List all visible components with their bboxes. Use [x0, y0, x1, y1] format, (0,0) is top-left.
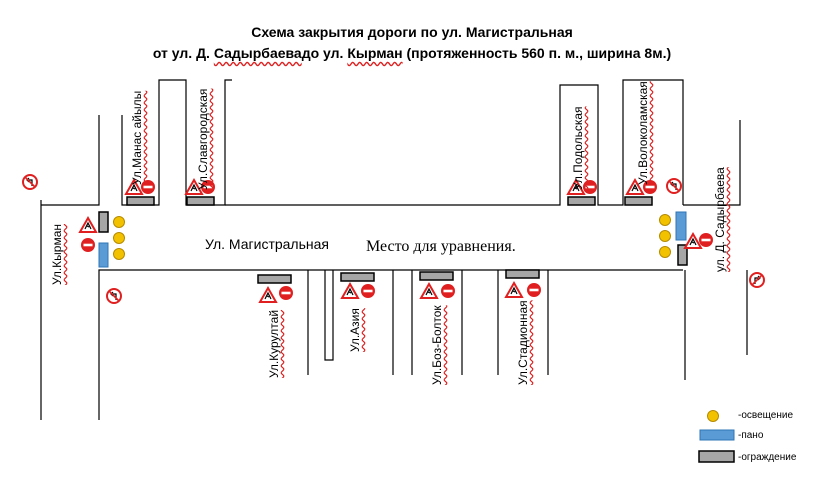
street-boz-boltok: Ул.Боз-Болток [430, 305, 444, 385]
roadwork-warning-icon [420, 283, 438, 299]
street-sadyrbaev: ул. Д. Садырбаева [713, 167, 727, 272]
barrier-icon [567, 196, 596, 206]
info-panel-icon [98, 242, 109, 268]
street-manas: Ул.Манас айылы [130, 90, 144, 185]
lighting-lamp-icon [659, 230, 671, 242]
lighting-lamp-icon [113, 248, 125, 260]
street-stadionnaya: Ул.Стадионная [516, 300, 530, 385]
lighting-lamp-icon [659, 246, 671, 258]
subtitle-part: от ул. Д. [152, 45, 214, 61]
roadwork-warning-icon [79, 217, 97, 233]
no-entry-icon [583, 180, 597, 194]
barrier-icon [677, 244, 688, 266]
barrier-icon [98, 211, 109, 233]
street-slavgorod: Ул.Славгородская [196, 88, 210, 190]
street-aziya: Ул.Азия [348, 308, 362, 352]
street-kurultai: Ул.Курултай [267, 309, 281, 378]
title-line1: Схема закрытия дороги по ул. Магистральн… [251, 24, 573, 40]
roadwork-warning-icon [259, 287, 277, 303]
roadwork-warning-icon [505, 282, 523, 298]
lighting-lamp-icon [659, 214, 671, 226]
diagram-subtitle: от ул. Д. Садырбаевадо ул. Кырман (протя… [0, 45, 824, 61]
place-label: Место для уравнения. [366, 238, 516, 255]
no-entry-icon [527, 283, 541, 297]
panels [98, 211, 687, 268]
diagram-title: Схема закрытия дороги по ул. Магистральн… [0, 24, 824, 40]
barrier-icon [505, 269, 540, 279]
legend-lighting-label: -освещение [738, 410, 793, 421]
no-entry-icon [699, 233, 713, 247]
subtitle-part: до ул. [301, 45, 348, 61]
legend-symbols [698, 410, 735, 463]
lighting-lamp-icon [113, 232, 125, 244]
legend-barrier-label: -ограждение [738, 452, 797, 463]
street-podolsk: Ул.Подольская [571, 106, 585, 190]
no-entry-icon [441, 284, 455, 298]
sadyrbaev-edge [683, 120, 741, 206]
subtitle-street-kyrman: Кырман [347, 45, 403, 61]
road-edges [40, 79, 748, 420]
legend-panel-icon [699, 429, 735, 441]
barrier-icon [340, 272, 375, 282]
barrier-icon [419, 271, 454, 281]
no-entry-icon [279, 286, 293, 300]
aziya-edge [324, 270, 334, 361]
info-panel-icon [675, 211, 687, 241]
barrier-icon [126, 196, 155, 206]
top-edge-seg [225, 79, 684, 206]
barrier-icon [624, 196, 653, 206]
roadwork-warning-icon [684, 233, 702, 249]
barriers [98, 196, 688, 284]
roadwork-warning-icon [341, 283, 359, 299]
street-volokolamsk: Ул.Волоколамская [636, 81, 650, 185]
legend-lamp-icon [707, 410, 719, 422]
street-kyrman: Ул.Кырман [50, 224, 64, 285]
lighting-lamp-icon [113, 216, 125, 228]
no-left-turn-icon [666, 178, 682, 194]
no-left-turn-icon [22, 174, 38, 190]
no-entry-icon [361, 284, 375, 298]
legend-barrier-icon [698, 450, 735, 463]
street-main: Ул. Магистральная [205, 236, 329, 252]
barrier-icon [257, 274, 292, 284]
subtitle-street-sadyrbaev: Садырбаева [213, 45, 302, 61]
bottom-edge [98, 269, 683, 420]
barrier-icon [186, 196, 215, 206]
no-left-turn-icon [106, 288, 122, 304]
subtitle-extent: (протяженность 560 п. м., ширина 8м.) [402, 45, 672, 61]
no-entry-icon [81, 238, 95, 252]
legend-panel-label: -пано [738, 430, 764, 441]
no-right-turn-icon [749, 272, 765, 288]
top-edge-seg [41, 115, 100, 206]
